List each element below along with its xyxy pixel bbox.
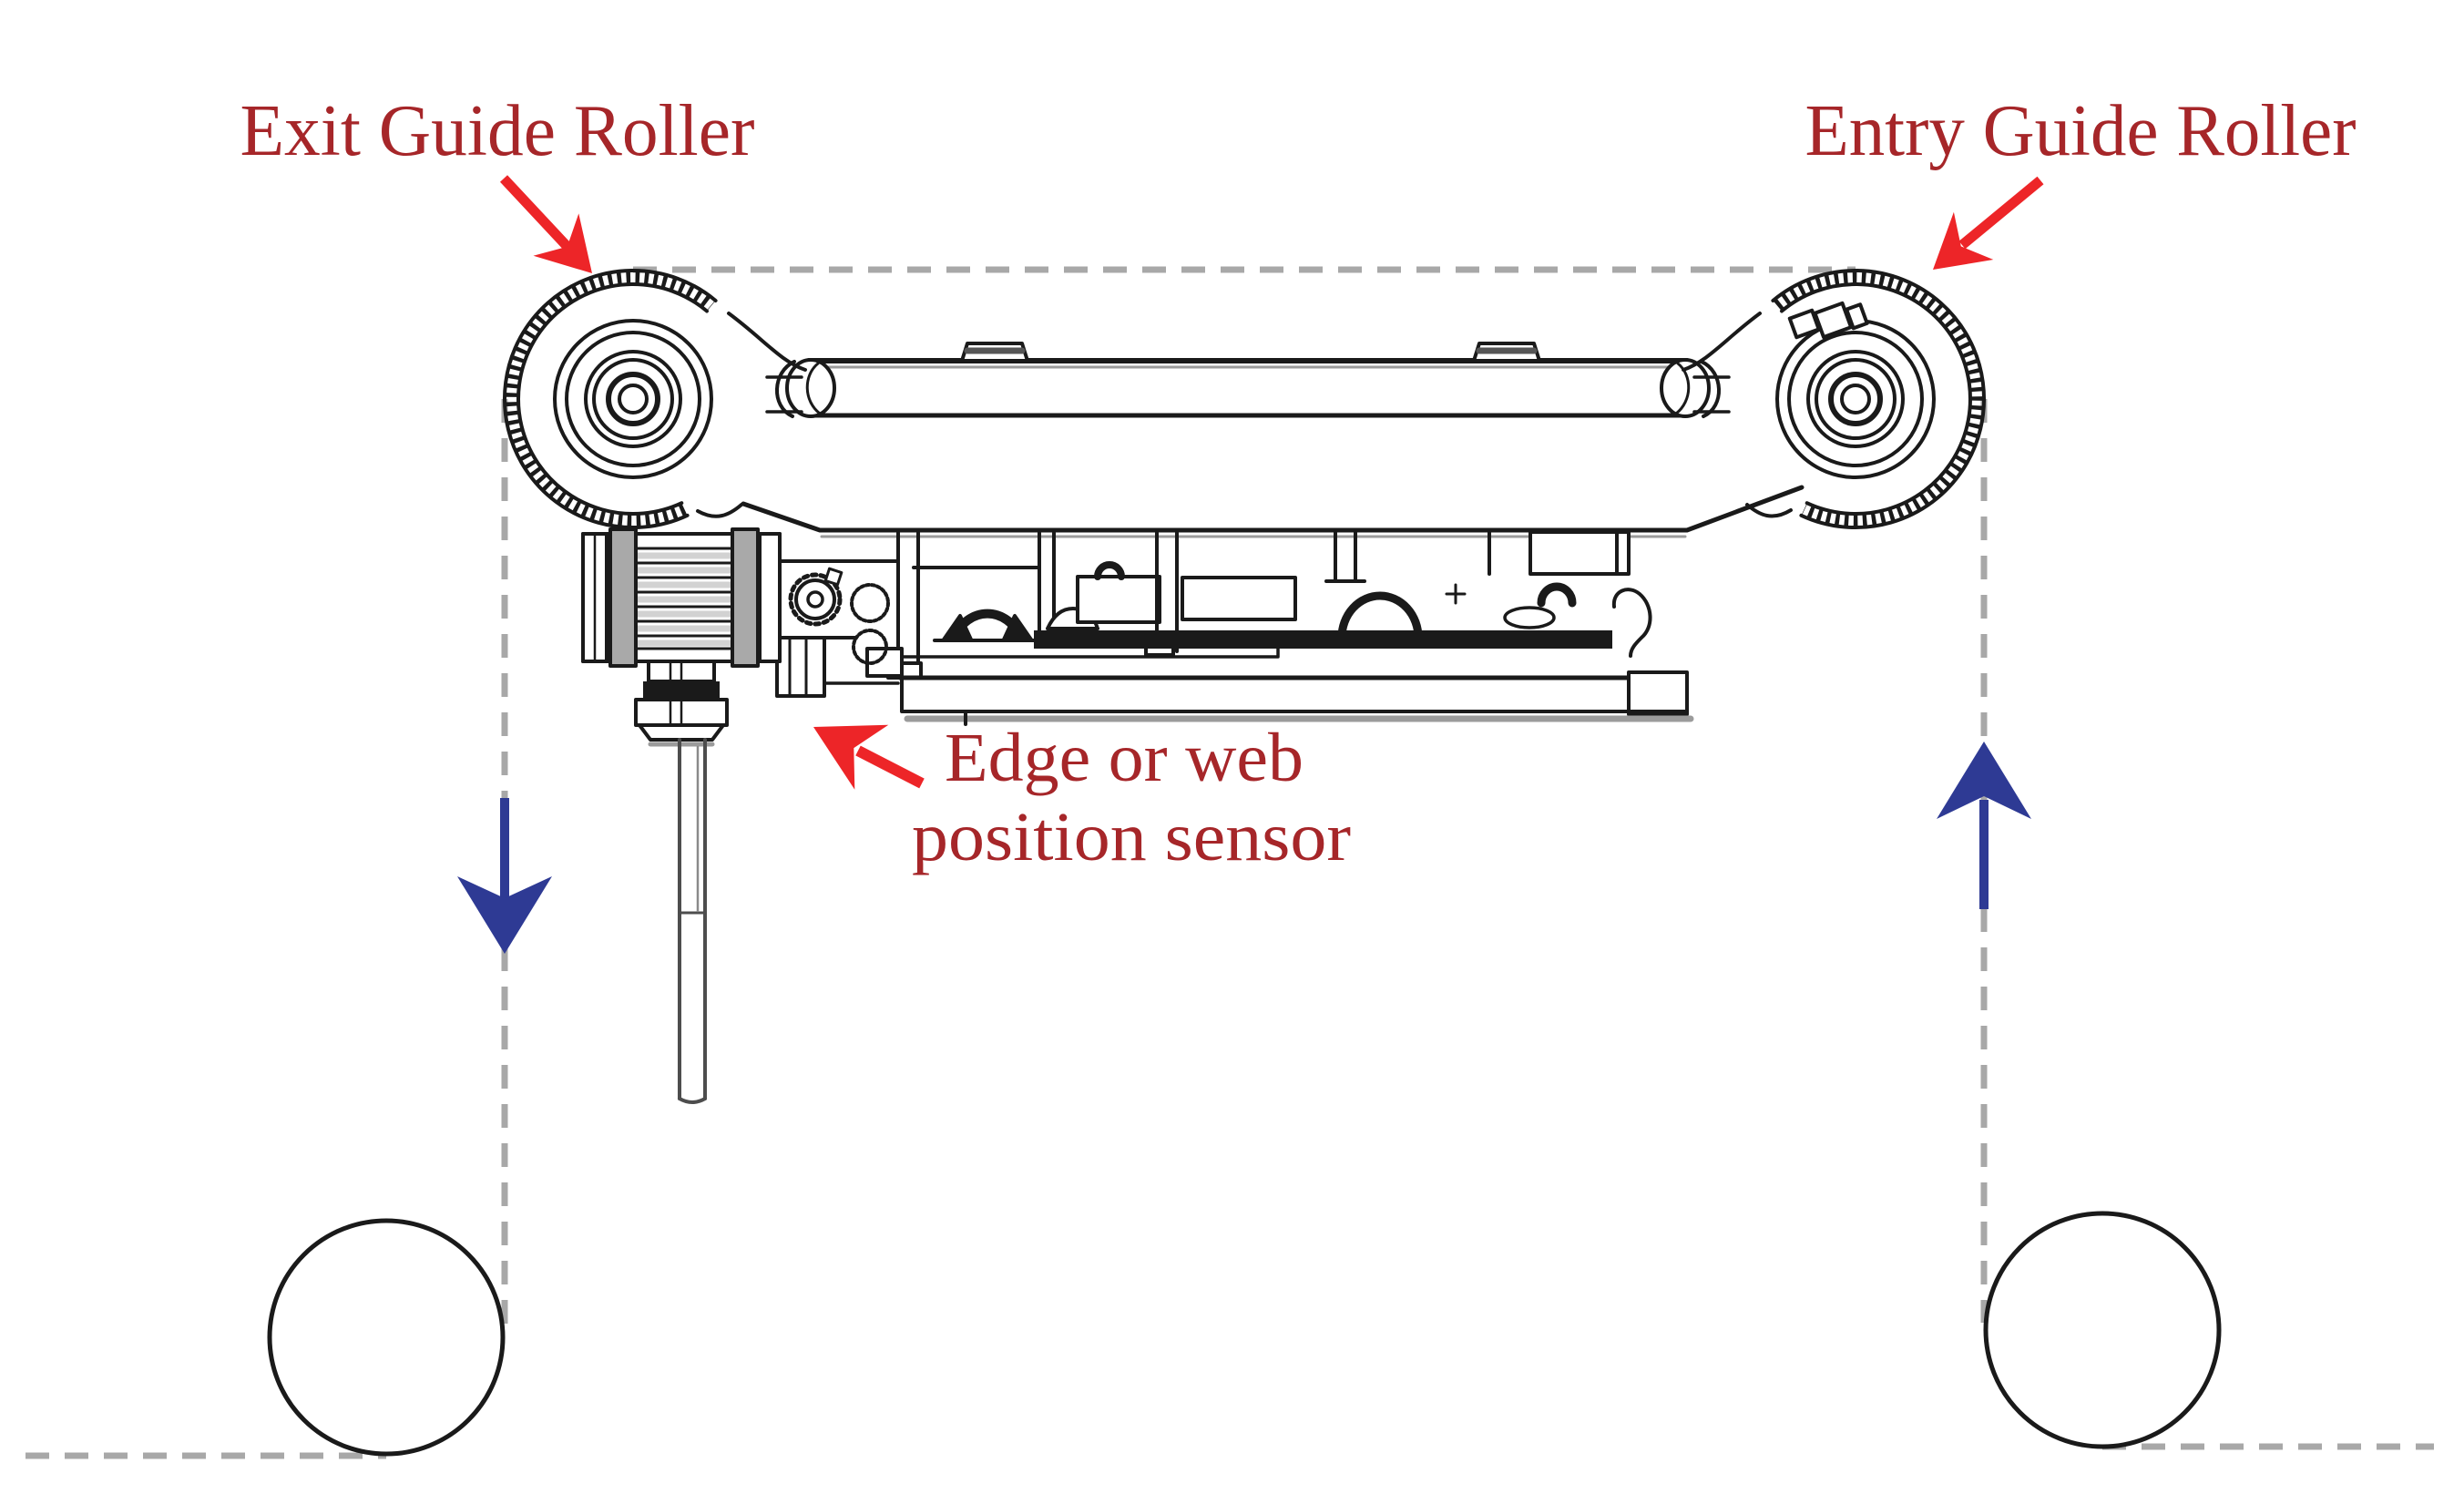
mechanism-spring-right	[1537, 582, 1577, 608]
entry-roller-label: Entry Guide Roller	[1805, 91, 2357, 171]
sensor-fins	[607, 547, 760, 650]
mechanism-hook	[1611, 588, 1652, 658]
mechanism-block-b	[1181, 576, 1297, 621]
web-direction-arrow-up	[1937, 742, 2031, 909]
sensor-clamp-band-left	[608, 527, 638, 668]
adjustment-knob	[850, 583, 890, 623]
mechanism-block-a	[1076, 575, 1161, 624]
bottom-roller-right	[1983, 1211, 2222, 1449]
entry-roller-callout-arrow	[1933, 176, 2044, 270]
up-arrow-icon	[1937, 742, 2031, 819]
exit-roller-label: Exit Guide Roller	[240, 91, 755, 171]
entry-roller-knurl	[1773, 271, 1984, 527]
bottom-roller-left	[267, 1218, 506, 1457]
sensor-right-cap	[758, 532, 782, 663]
sensor-callout-arrow	[813, 724, 925, 790]
exit-roller-arm-bottom	[696, 503, 743, 518]
entry-guide-roller	[1682, 269, 1986, 530]
exit-callout-arrowhead-icon	[533, 213, 592, 273]
machine-drawing	[267, 269, 2222, 1457]
sensor-label: Edge or web position sensor	[912, 720, 1351, 875]
mechanism-block-c	[1528, 530, 1631, 576]
exit-roller-callout-arrow	[499, 175, 592, 273]
entry-callout-arrowhead-icon	[1933, 211, 1994, 270]
mechanism-top-plate	[741, 485, 1805, 533]
entry-roller-arm-top	[1682, 312, 1762, 372]
sensor-clamp-band-right	[731, 527, 760, 668]
sensor-label-line1: Edge or web	[945, 720, 1304, 796]
sensor-gear-icon	[794, 578, 836, 620]
entry-roller-clamp-bolt	[1787, 301, 1869, 340]
sensor-gland	[634, 660, 729, 747]
mechanism-spring-mid	[1337, 591, 1423, 642]
down-arrow-icon	[457, 876, 552, 954]
sensor-label-line2: position sensor	[912, 799, 1351, 875]
positioning-mechanism	[741, 485, 1805, 726]
mechanism-slide-bar	[1034, 630, 1612, 649]
exit-roller-knurl	[505, 271, 716, 527]
exit-guide-roller	[503, 269, 807, 530]
sensor-callout-arrowhead-icon	[813, 724, 889, 790]
web-direction-arrow-down	[457, 798, 552, 954]
sensor-probe	[678, 738, 707, 1104]
edge-sensor	[581, 527, 900, 1104]
web-path	[26, 266, 2434, 1459]
guide-body	[765, 342, 1731, 418]
exit-roller-arm-top	[727, 312, 807, 372]
